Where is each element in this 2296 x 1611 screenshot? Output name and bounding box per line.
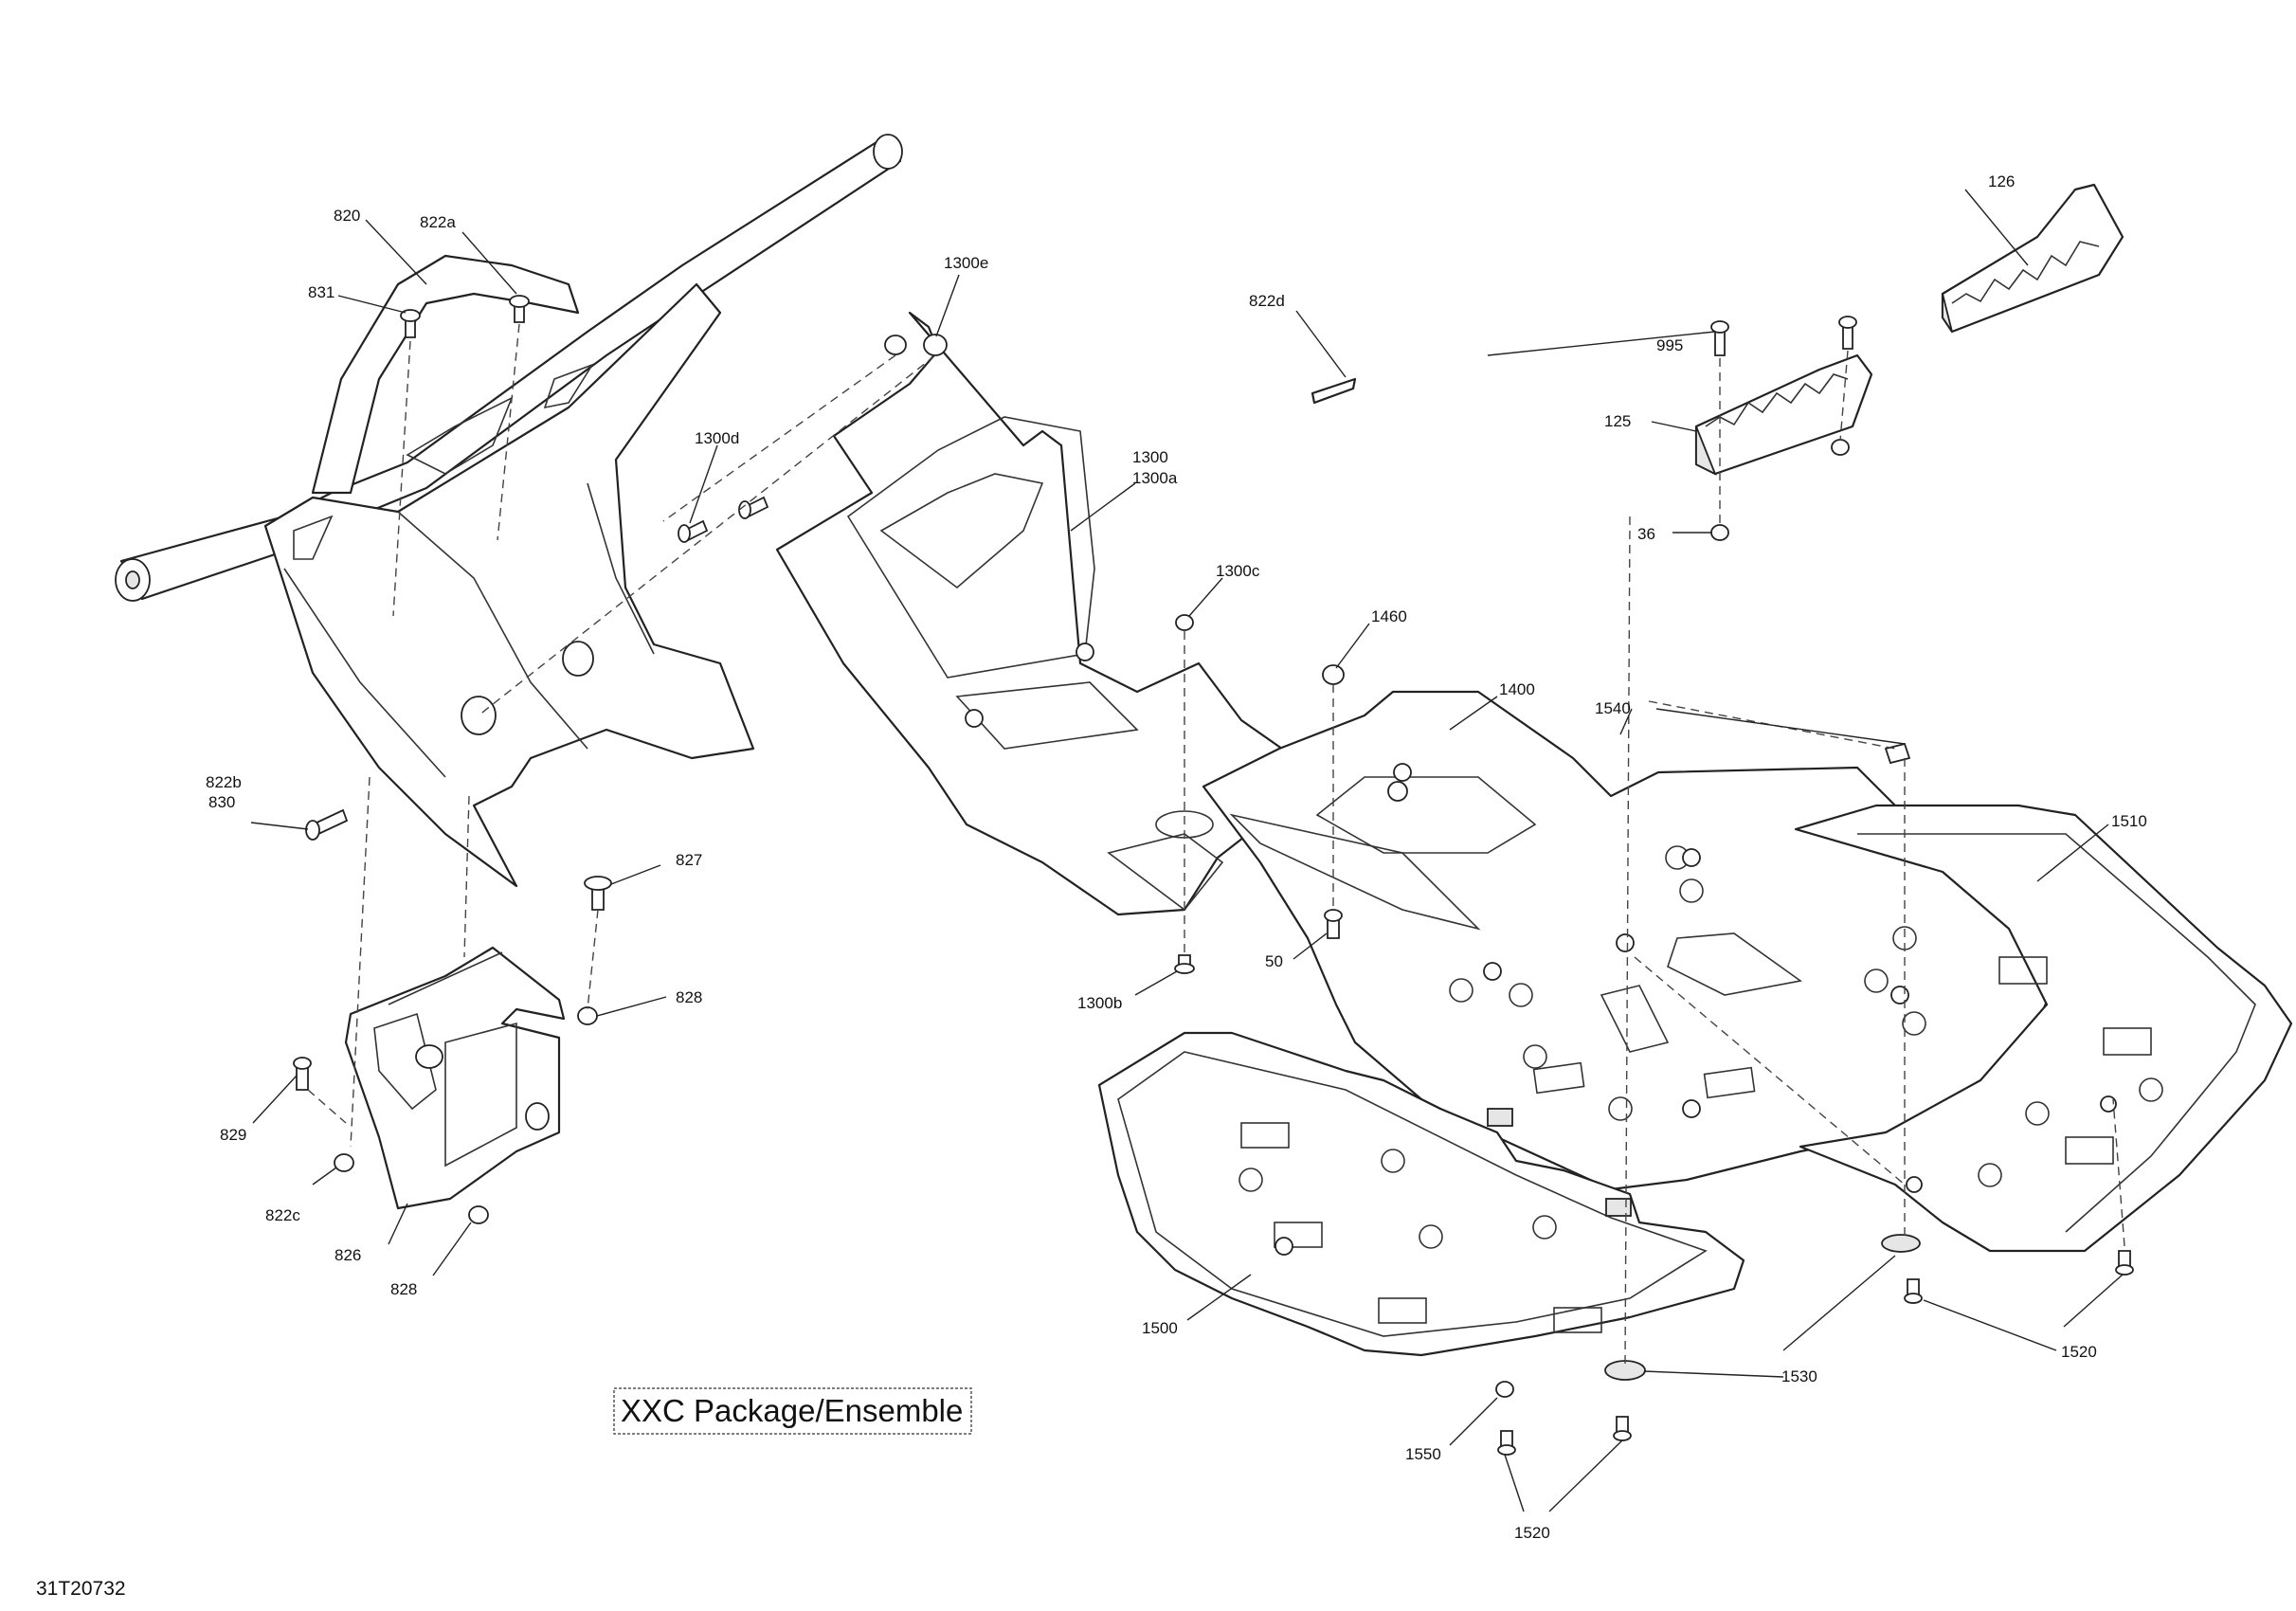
- callout-820: 820: [334, 207, 360, 225]
- callout-126: 126: [1988, 172, 2015, 190]
- callout-822a: 822a: [420, 213, 456, 231]
- callout-labels: 820 822a 831 1300e 1300d 822d 1300 1300a…: [206, 172, 2147, 1542]
- callout-1300a: 1300a: [1132, 469, 1178, 487]
- callout-830: 830: [208, 793, 235, 811]
- assembly-lines: [307, 323, 2125, 1366]
- callout-1530: 1530: [1781, 1367, 1817, 1385]
- package-label-box: XXC Package/Ensemble: [613, 1387, 972, 1435]
- callout-831: 831: [308, 283, 334, 301]
- document-id: 31T20732: [36, 1578, 126, 1600]
- callout-827: 827: [676, 851, 702, 869]
- center-front-skid-plate: [775, 311, 1291, 916]
- right-skid-plate: [1794, 804, 2293, 1253]
- callout-50: 50: [1265, 952, 1283, 970]
- callout-822d: 822d: [1249, 292, 1285, 310]
- callout-1300d: 1300d: [695, 429, 739, 447]
- callout-822b: 822b: [206, 773, 242, 791]
- callout-822c: 822c: [265, 1206, 300, 1224]
- callout-1520-right: 1520: [2061, 1343, 2097, 1361]
- small-plate-822d: [1311, 377, 1357, 405]
- callout-125: 125: [1604, 412, 1631, 430]
- leader-lines: [250, 189, 2124, 1512]
- callout-36: 36: [1637, 525, 1655, 543]
- footpeg-left: [1694, 353, 1873, 476]
- callout-1300c: 1300c: [1216, 562, 1260, 580]
- callout-826: 826: [334, 1246, 361, 1264]
- callout-829: 829: [220, 1126, 246, 1144]
- callout-1550: 1550: [1405, 1445, 1441, 1463]
- package-label: XXC Package/Ensemble: [621, 1393, 963, 1428]
- callout-1300b: 1300b: [1077, 994, 1122, 1012]
- callout-1540: 1540: [1595, 699, 1631, 717]
- left-skid-plate: [1097, 1031, 1745, 1357]
- callout-1510: 1510: [2111, 812, 2147, 830]
- callout-995: 995: [1656, 336, 1683, 354]
- footpeg-right: [1941, 183, 2124, 334]
- callout-828-top: 828: [676, 988, 702, 1006]
- callout-1460: 1460: [1371, 607, 1407, 625]
- callout-1400: 1400: [1499, 680, 1535, 698]
- callout-1500: 1500: [1142, 1319, 1178, 1337]
- fasteners: [293, 295, 2134, 1456]
- callout-1300e: 1300e: [944, 254, 988, 272]
- front-skid-plate: [263, 282, 755, 888]
- callout-828-bottom: 828: [390, 1280, 417, 1298]
- callout-1520-bottom: 1520: [1514, 1524, 1550, 1542]
- skid-bracket: [344, 946, 566, 1210]
- callout-1300: 1300: [1132, 448, 1168, 466]
